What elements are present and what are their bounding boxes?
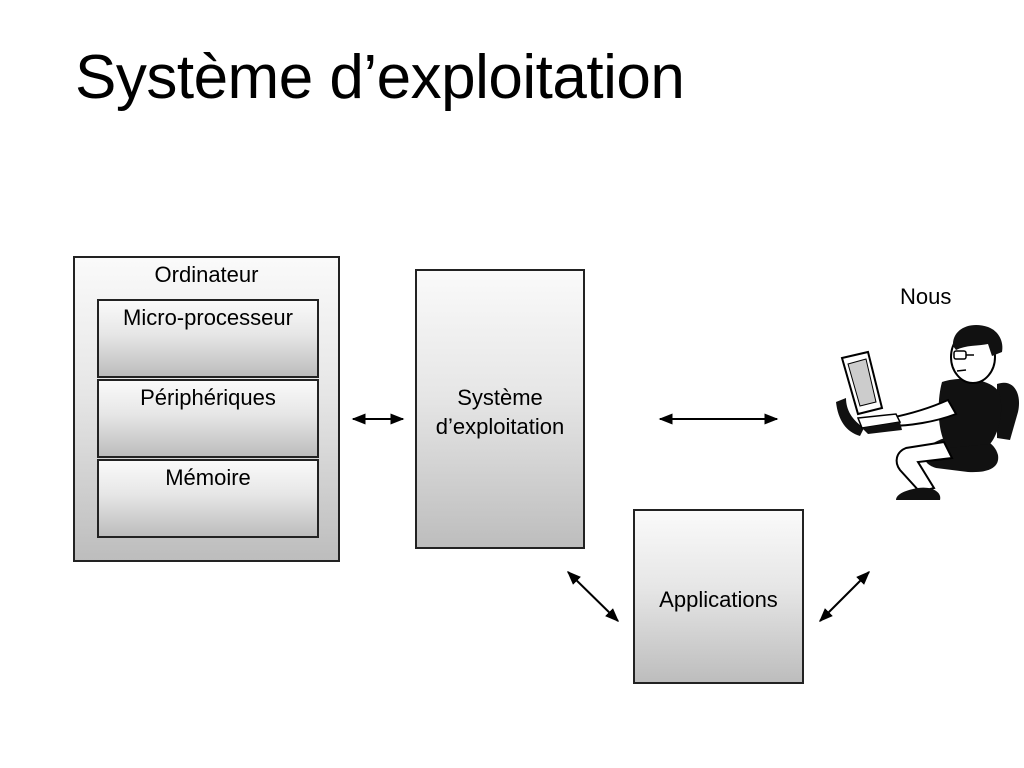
peripherals-label: Périphériques (140, 385, 276, 410)
memory-box: Mémoire (97, 459, 319, 538)
memory-label: Mémoire (165, 465, 251, 490)
user-label: Nous (900, 284, 952, 309)
arrow-applications-user (819, 571, 870, 622)
person-at-computer-icon (836, 325, 1020, 500)
slide-title: Système d’exploitation (75, 43, 685, 112)
operating-system-label-line2: d’exploitation (435, 414, 565, 439)
applications-label: Applications (659, 587, 778, 612)
operating-system-label: Système d’exploitation (417, 383, 583, 441)
operating-system-label-line1: Système (457, 385, 543, 410)
applications-box: Applications (633, 509, 804, 684)
operating-system-box: Système d’exploitation (415, 269, 585, 549)
arrow-os-applications (567, 571, 619, 622)
peripherals-box: Périphériques (97, 379, 319, 458)
microprocessor-box: Micro-processeur (97, 299, 319, 378)
computer-box: Ordinateur Micro-processeur Périphérique… (73, 256, 340, 562)
computer-label: Ordinateur (154, 262, 259, 287)
microprocessor-label: Micro-processeur (123, 305, 293, 330)
